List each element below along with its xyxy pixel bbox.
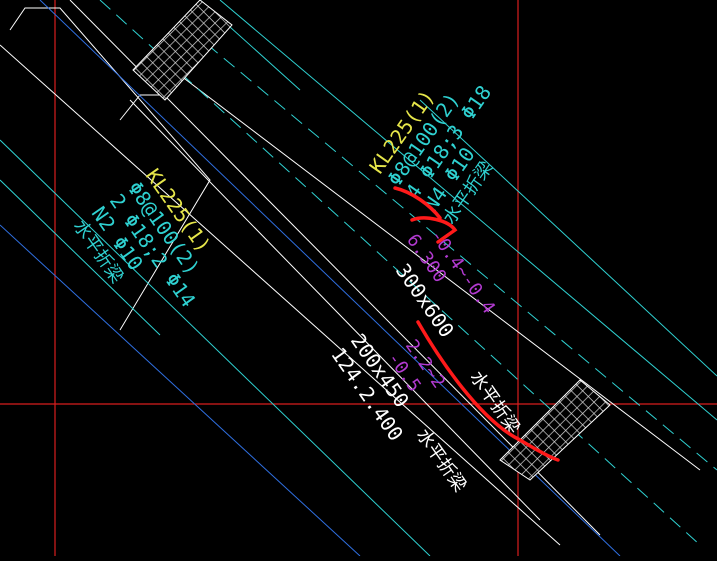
beam-corner [119, 94, 160, 121]
white-label-b: 水平折梁 [412, 425, 470, 496]
cyan-line-4 [0, 139, 431, 557]
hatched-column-bottom [499, 379, 611, 481]
cyan-line-3 [99, 0, 701, 546]
markup-stroke-top [393, 186, 442, 220]
beam-edge-d [129, 99, 541, 521]
hatched-columns [132, 0, 611, 481]
beam-edge-a [9, 7, 211, 331]
cyan-line-5 [0, 179, 161, 336]
hatched-column-top [132, 0, 233, 101]
cyan-line-2 [189, 29, 717, 471]
cyan-line-7 [419, 99, 717, 377]
annotation-top-right: KL225(1) Φ8@100(2) 4 Φ18;3 Φ18 N4 Φ10 水平… [364, 81, 497, 229]
cyan-line-1 [219, 0, 717, 421]
beam-edge-e [159, 59, 701, 471]
markup-stroke-long [416, 320, 560, 462]
beam-edge-b [0, 44, 561, 546]
curved-arrow-icon [410, 216, 458, 244]
blue-line-1 [0, 224, 361, 557]
red-markup [393, 186, 560, 462]
